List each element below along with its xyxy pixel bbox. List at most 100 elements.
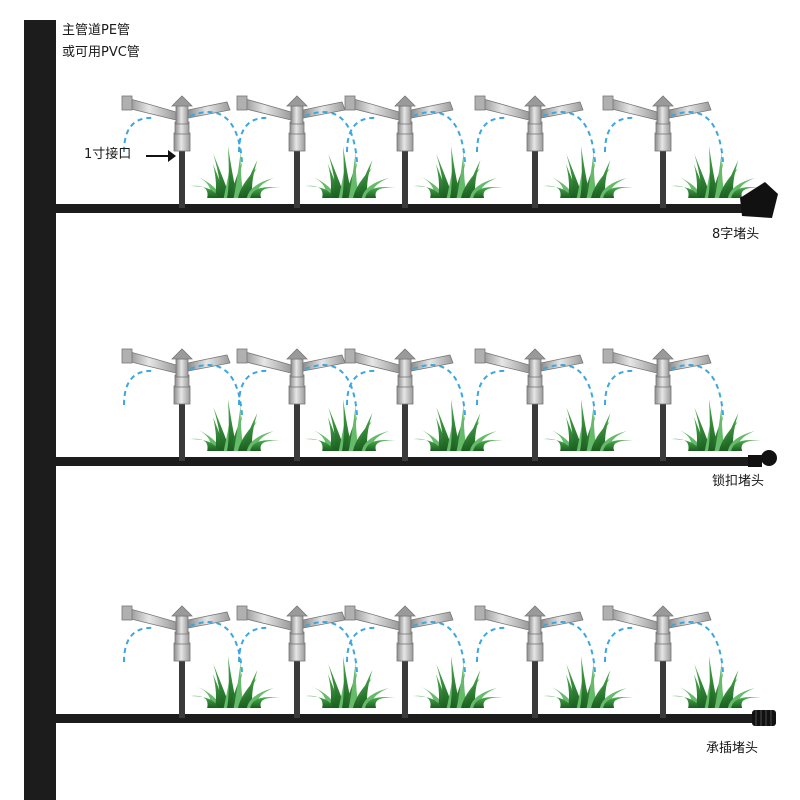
grass-blade <box>708 146 719 198</box>
grass-blade <box>250 697 281 708</box>
riser-pipe <box>660 401 666 461</box>
grass-blade <box>595 670 611 708</box>
branch-row <box>56 605 776 726</box>
grass-blade <box>580 656 591 708</box>
grass-blade <box>714 405 726 451</box>
grass-blade <box>543 695 572 708</box>
grass-blade <box>473 697 504 708</box>
branch-pipe <box>56 204 756 213</box>
grass-blade <box>450 656 461 708</box>
sprinkler <box>121 605 243 718</box>
connector-label: 1寸接口 <box>84 147 132 162</box>
sprinkler <box>344 605 466 718</box>
connector-body <box>654 132 672 152</box>
grass-tuft <box>543 146 634 198</box>
grass-blade <box>708 399 719 451</box>
grass-blade <box>196 429 222 451</box>
grass-blade <box>342 656 353 708</box>
grass-tuft <box>413 399 504 451</box>
grass-blade <box>233 152 245 198</box>
sprinkler <box>602 605 724 718</box>
grass-blade <box>311 686 337 708</box>
sprinkler-cap <box>524 348 546 360</box>
water-spray-left <box>123 369 155 406</box>
grass-blade <box>465 413 481 451</box>
connector-body <box>288 132 306 152</box>
grass-blade <box>450 146 461 198</box>
lock-cap <box>748 450 777 467</box>
grass-tuft <box>305 399 396 451</box>
riser-pipe <box>402 401 408 461</box>
riser-pipe <box>532 148 538 208</box>
connector-body <box>654 385 672 405</box>
water-spray-left <box>123 116 155 153</box>
grass-blade <box>357 413 373 451</box>
water-spray-left <box>476 116 508 153</box>
connector-body <box>654 642 672 662</box>
grass-blade <box>595 160 611 198</box>
grass-blade <box>242 160 258 198</box>
sprinkler <box>602 348 724 461</box>
water-spray-left <box>346 626 378 663</box>
grass-blade <box>227 399 238 451</box>
riser-pipe <box>660 658 666 718</box>
grass-blade <box>305 438 334 451</box>
grass-blade <box>708 656 719 708</box>
nozzle-arm-left <box>126 97 177 121</box>
grass-blade <box>603 187 634 198</box>
nozzle-arm-left <box>479 97 530 121</box>
connector-body <box>173 385 191 405</box>
riser-pipe <box>402 658 408 718</box>
riser-pipe <box>532 658 538 718</box>
sprinkler <box>474 348 596 461</box>
grass-tuft <box>413 656 504 708</box>
grass-blade <box>731 187 762 198</box>
grass-blade <box>190 185 219 198</box>
nozzle-arm-left <box>607 607 658 631</box>
deflector-arm-right <box>302 101 346 119</box>
cap-label-lock: 锁扣堵头 <box>712 474 765 489</box>
grass-tuft <box>543 399 634 451</box>
water-spray-right <box>670 621 724 673</box>
sprinkler-head <box>656 358 670 378</box>
connector-body <box>288 642 306 662</box>
sprinkler-head <box>290 615 304 635</box>
grass-blade <box>348 405 360 451</box>
water-spray-right <box>304 364 358 416</box>
riser-pipe <box>179 658 185 718</box>
grass-blade <box>456 405 468 451</box>
grass-blade <box>586 405 598 451</box>
sprinkler-cap <box>394 95 416 107</box>
grass-blade <box>250 187 281 198</box>
water-spray-right <box>412 111 466 163</box>
riser-pipe <box>179 148 185 208</box>
grass-blade <box>465 160 481 198</box>
riser-pipe <box>294 148 300 208</box>
grass-blade <box>342 146 353 198</box>
deflector-arm-right <box>410 611 454 629</box>
grass-blade <box>357 160 373 198</box>
water-spray-right <box>189 621 243 673</box>
grass-blade <box>723 670 739 708</box>
nozzle-arm-left <box>126 350 177 374</box>
grass-blade <box>190 438 219 451</box>
sprinkler-cap <box>394 348 416 360</box>
rows-layer <box>56 95 778 726</box>
grass-blade <box>357 670 373 708</box>
deflector-arm-right <box>187 101 231 119</box>
sprinkler-head <box>175 615 189 635</box>
grass-blade <box>677 686 703 708</box>
nozzle-tip-left <box>602 95 614 111</box>
grass-blade <box>419 176 445 198</box>
main-pipe-label-line1: 主管道PE管 <box>62 23 131 38</box>
grass-tuft <box>305 146 396 198</box>
grass-blade <box>233 662 245 708</box>
sprinkler-cap <box>171 95 193 107</box>
grass-blade <box>305 695 334 708</box>
nozzle-tip-left <box>236 95 248 111</box>
grass-blade <box>731 697 762 708</box>
sprinkler <box>236 605 358 718</box>
grass-blade <box>450 399 461 451</box>
grass-blade <box>473 440 504 451</box>
water-spray-left <box>604 116 636 153</box>
